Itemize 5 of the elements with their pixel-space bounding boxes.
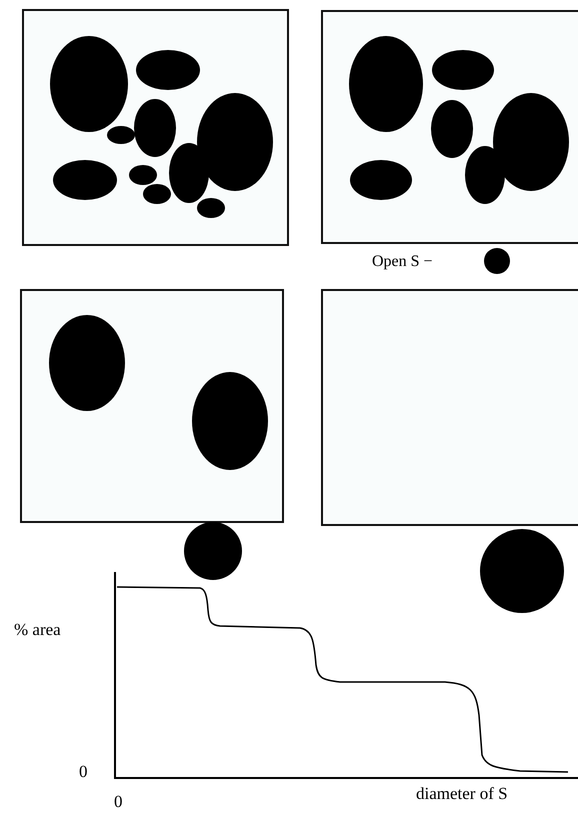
axis-label: 0 (79, 763, 88, 780)
axis-label: % area (14, 621, 61, 638)
axis-label: Open S − (372, 254, 433, 270)
axis-label: diameter of S (416, 785, 508, 802)
axis-label: 0 (114, 793, 122, 810)
